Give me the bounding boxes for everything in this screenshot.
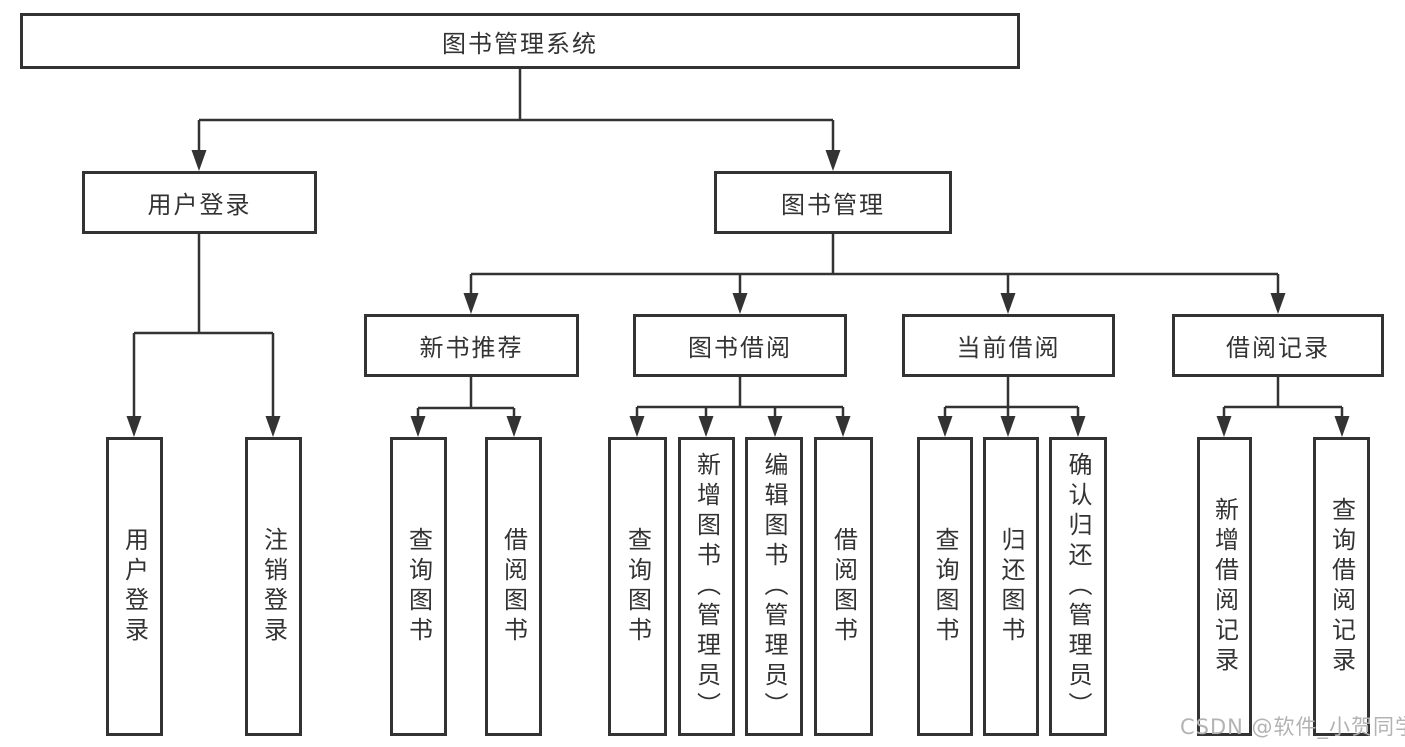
leaf-query-books-1: 查询图书 bbox=[390, 437, 447, 736]
leaf-borrow-books-2: 借阅图书 bbox=[814, 437, 873, 736]
node-label: 图书管理系统 bbox=[442, 29, 598, 58]
node-label: 注销登录 bbox=[259, 526, 288, 647]
node-label: 查询图书 bbox=[404, 526, 433, 647]
node-label: 用户登录 bbox=[147, 191, 252, 219]
node-label: 图书借阅 bbox=[688, 334, 792, 362]
node-label: 归还图书 bbox=[997, 526, 1025, 647]
csdn-watermark: CSDN @软件_小贺同学 bbox=[1180, 715, 1405, 739]
leaf-query-books-3: 查询图书 bbox=[917, 437, 973, 736]
leaf-query-books-2: 查询图书 bbox=[608, 437, 667, 736]
leaf-query-borrow-record: 查询借阅记录 bbox=[1313, 437, 1370, 736]
leaf-logout: 注销登录 bbox=[245, 437, 302, 736]
node-label: 用户登录 bbox=[120, 526, 149, 647]
node-label: 编辑图书（管理员） bbox=[760, 451, 788, 722]
node-label: 查询图书 bbox=[623, 526, 652, 647]
node-root: 图书管理系统 bbox=[20, 13, 1020, 69]
node-label: 新书推荐 bbox=[419, 334, 524, 362]
leaf-add-book-admin: 新增图书（管理员） bbox=[678, 437, 735, 736]
node-label: 图书管理 bbox=[781, 191, 885, 219]
node-label: 借阅图书 bbox=[499, 526, 528, 647]
node-label: 新增借阅记录 bbox=[1210, 496, 1239, 677]
node-label: 借阅图书 bbox=[829, 526, 858, 647]
leaf-return-book: 归还图书 bbox=[983, 437, 1039, 736]
node-label: 确认归还（管理员） bbox=[1064, 451, 1092, 722]
node-label: 查询图书 bbox=[931, 526, 959, 647]
node-label: 新增图书（管理员） bbox=[692, 451, 721, 722]
leaf-confirm-return-admin: 确认归还（管理员） bbox=[1049, 437, 1107, 736]
node-user-login: 用户登录 bbox=[82, 171, 317, 234]
node-label: 当前借阅 bbox=[956, 334, 1061, 362]
node-book-borrow: 图书借阅 bbox=[633, 314, 847, 377]
leaf-user-login: 用户登录 bbox=[106, 437, 163, 736]
node-borrow-records: 借阅记录 bbox=[1172, 314, 1384, 377]
node-current-borrow: 当前借阅 bbox=[902, 314, 1115, 377]
node-book-management: 图书管理 bbox=[714, 171, 952, 234]
node-new-book-recommend: 新书推荐 bbox=[364, 314, 579, 377]
node-label: 查询借阅记录 bbox=[1327, 496, 1356, 677]
node-label: 借阅记录 bbox=[1226, 334, 1330, 362]
leaf-edit-book-admin: 编辑图书（管理员） bbox=[745, 437, 803, 736]
leaf-borrow-books-1: 借阅图书 bbox=[485, 437, 542, 736]
arrowheads bbox=[126, 150, 1350, 437]
leaf-add-borrow-record: 新增借阅记录 bbox=[1197, 437, 1252, 736]
